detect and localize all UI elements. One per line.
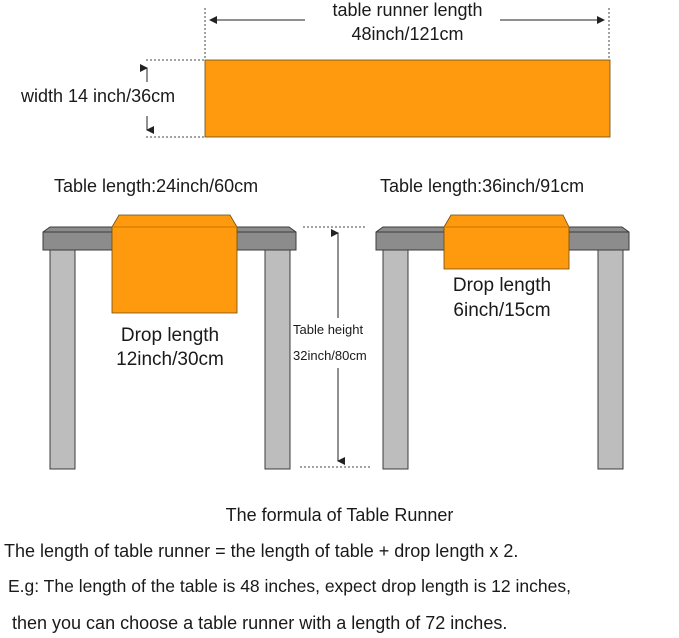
table-runner-shape xyxy=(204,59,611,138)
left-table xyxy=(42,214,297,470)
left-drop-value: 12inch/30cm xyxy=(116,349,224,370)
right-table-leg-front xyxy=(382,246,409,470)
left-table-leg-front xyxy=(49,246,76,470)
formula-line-2: E.g: The length of the table is 48 inche… xyxy=(8,576,571,596)
right-drop-label: Drop length xyxy=(452,275,552,296)
right-table xyxy=(375,214,630,470)
right-table-length-label: Table length:36inch/91cm xyxy=(380,176,585,196)
runner-length-value: 48inch/121cm xyxy=(351,24,464,44)
runner-length-label: table runner length xyxy=(332,0,483,20)
formula-title: The formula of Table Runner xyxy=(225,505,454,525)
right-table-leg-back xyxy=(597,246,624,470)
table-height-value: 32inch/80cm xyxy=(293,348,367,363)
left-table-leg-back xyxy=(264,246,291,470)
left-table-runner xyxy=(111,214,238,314)
table-height-label: Table height xyxy=(293,322,364,337)
formula-line-1: The length of table runner = the length … xyxy=(4,541,519,561)
right-drop-value: 6inch/15cm xyxy=(453,300,551,321)
left-drop-label: Drop length xyxy=(120,325,220,346)
formula-line-3: then you can choose a table runner with … xyxy=(12,613,508,633)
left-table-length-label: Table length:24inch/60cm xyxy=(54,176,259,196)
runner-width-label: width 14 inch/36cm xyxy=(21,86,176,106)
right-table-runner xyxy=(443,214,570,270)
